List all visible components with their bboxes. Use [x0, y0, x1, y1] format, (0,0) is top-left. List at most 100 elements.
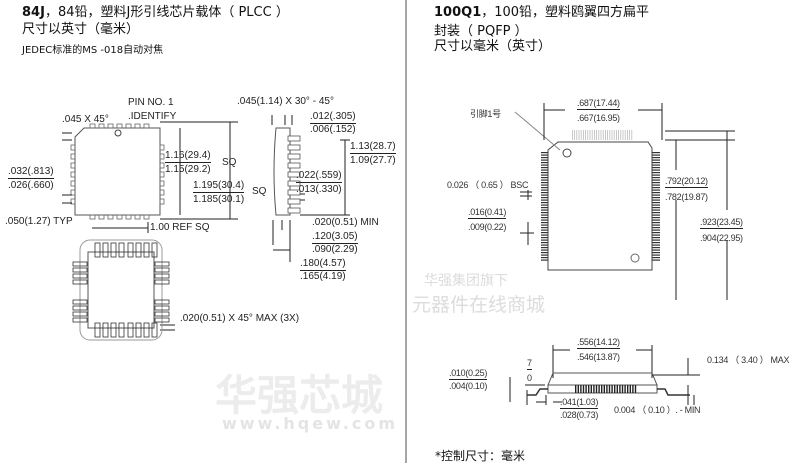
plcc-side-lead — [287, 162, 301, 169]
plcc-dimension-lines — [62, 115, 350, 331]
qfp-lead — [541, 174, 548, 176]
qfp-lead — [652, 259, 660, 261]
qfp-lead — [652, 157, 660, 159]
plcc-pin — [70, 198, 76, 205]
plcc-j-lead — [110, 322, 117, 338]
qfp-angle-min: 0 — [527, 373, 532, 383]
plcc-side-lead — [287, 171, 301, 178]
plcc-j-lead — [154, 317, 170, 323]
plcc-pin — [143, 214, 150, 220]
qfp-lead — [652, 254, 660, 256]
watermark-logo: 华强芯城 — [215, 371, 384, 420]
qfp-side-lead — [577, 385, 579, 393]
plcc-pin — [116, 214, 123, 220]
plcc-pin — [159, 198, 165, 205]
qfp-lead — [652, 187, 660, 189]
plcc-pin — [159, 189, 165, 196]
qfp-lead — [541, 167, 548, 169]
qfp-side-lead — [616, 385, 618, 393]
qfp-lead — [541, 202, 548, 204]
qfp-side-min: .546(13.87) — [577, 352, 620, 362]
qfp-lead — [541, 179, 548, 181]
qfp-side-lead — [606, 385, 608, 393]
qfp-side-lead — [608, 385, 611, 393]
qfp-outer-max: .923(23.45) — [700, 217, 743, 229]
qfp-lead — [609, 130, 611, 140]
dim-side-chamfer: .045(1.14) X 30° - 45° — [237, 96, 334, 107]
qfp-lead — [589, 130, 591, 140]
qfp-lead-w-max: .016(0.41) — [468, 207, 507, 219]
qfp-lead-w-min: .009(0.22) — [468, 222, 507, 232]
qfp-lead — [652, 234, 660, 236]
qfp-foot-min: .028(0.73) — [560, 410, 599, 420]
qfp-lead — [652, 227, 660, 229]
plcc-pin — [107, 214, 114, 220]
qfp-lead — [605, 130, 606, 140]
plcc-j-lead — [72, 267, 88, 273]
qfp-lead — [652, 189, 660, 191]
qfp-height-max: 0.134 （ 3.40 ） MAX — [707, 355, 790, 365]
qfp-lead — [607, 130, 608, 140]
qfp-lead — [587, 130, 589, 140]
dim-pin1-a: PIN NO. 1 — [128, 97, 174, 108]
plcc-side-lead — [287, 144, 301, 151]
qfp-lead — [652, 222, 660, 224]
qfp-lead — [541, 177, 548, 179]
qfp-lead — [652, 194, 660, 196]
dim-pitch: .050(1.27) TYP — [5, 216, 73, 227]
watermark-sub2: 元器件在线商城 — [412, 294, 546, 316]
plcc-pin — [159, 144, 165, 151]
plcc-pin — [70, 162, 76, 169]
qfp-lead — [624, 130, 626, 140]
plcc-j-lead — [72, 305, 88, 311]
qfp-lead — [541, 234, 548, 236]
qfp-lead — [652, 202, 660, 204]
dim-chamfer: .045 X 45° — [62, 114, 109, 125]
qfp-lead — [598, 130, 600, 140]
qfp-lead — [613, 130, 615, 140]
qfp-side-lead — [611, 385, 613, 393]
qfp-lead — [541, 254, 548, 256]
plcc-pin — [159, 153, 165, 160]
qfp-lead — [652, 162, 660, 164]
qfp-lead — [652, 214, 660, 216]
qfp-lead — [616, 130, 617, 140]
plcc-side-lead — [287, 153, 301, 160]
qfp-lead — [578, 130, 580, 140]
dim-span-min: 1.09(27.7) — [350, 155, 396, 166]
plcc-j-lead — [72, 311, 88, 317]
qfp-side-lead — [621, 385, 624, 393]
plcc-pin — [70, 171, 76, 178]
dim-body-min: 1.15(29.2) — [165, 164, 211, 175]
qfp-lead — [541, 187, 548, 189]
watermark-sub1: 华强集团旗下 — [424, 273, 508, 289]
qfp-lead — [652, 182, 660, 184]
dim-outer-min: 1.185(30.1) — [193, 194, 245, 205]
qfp-lead — [652, 169, 660, 171]
qfp-lead — [652, 204, 660, 206]
qfp-lead — [652, 219, 660, 221]
qfp-lead — [541, 159, 548, 161]
dim-pin1-b: .IDENTIFY — [128, 111, 177, 122]
plcc-pin — [159, 180, 165, 187]
qfp-lead — [576, 130, 578, 140]
qfp-lead — [541, 199, 548, 201]
qfp-lead — [652, 242, 660, 244]
right-title: 100Q1，100铅，塑料鸥翼四方扁平 — [434, 5, 649, 21]
plcc-j-lead — [102, 242, 109, 258]
plcc-side-lead — [287, 189, 301, 196]
plcc-pin — [70, 189, 76, 196]
plcc-pin — [116, 123, 123, 129]
qfp-side-lead — [601, 385, 603, 393]
qfp-lead — [541, 232, 548, 234]
qfp-ejector-mark — [630, 253, 640, 263]
qfp-side-lead — [627, 385, 629, 393]
plcc-pin — [70, 144, 76, 151]
qfp-lead — [541, 222, 548, 224]
qfp-lead — [541, 229, 548, 231]
qfp-lead — [541, 224, 548, 226]
qfp-lead — [652, 177, 660, 179]
qfp-lead — [541, 244, 548, 246]
qfp-lead — [652, 179, 660, 181]
